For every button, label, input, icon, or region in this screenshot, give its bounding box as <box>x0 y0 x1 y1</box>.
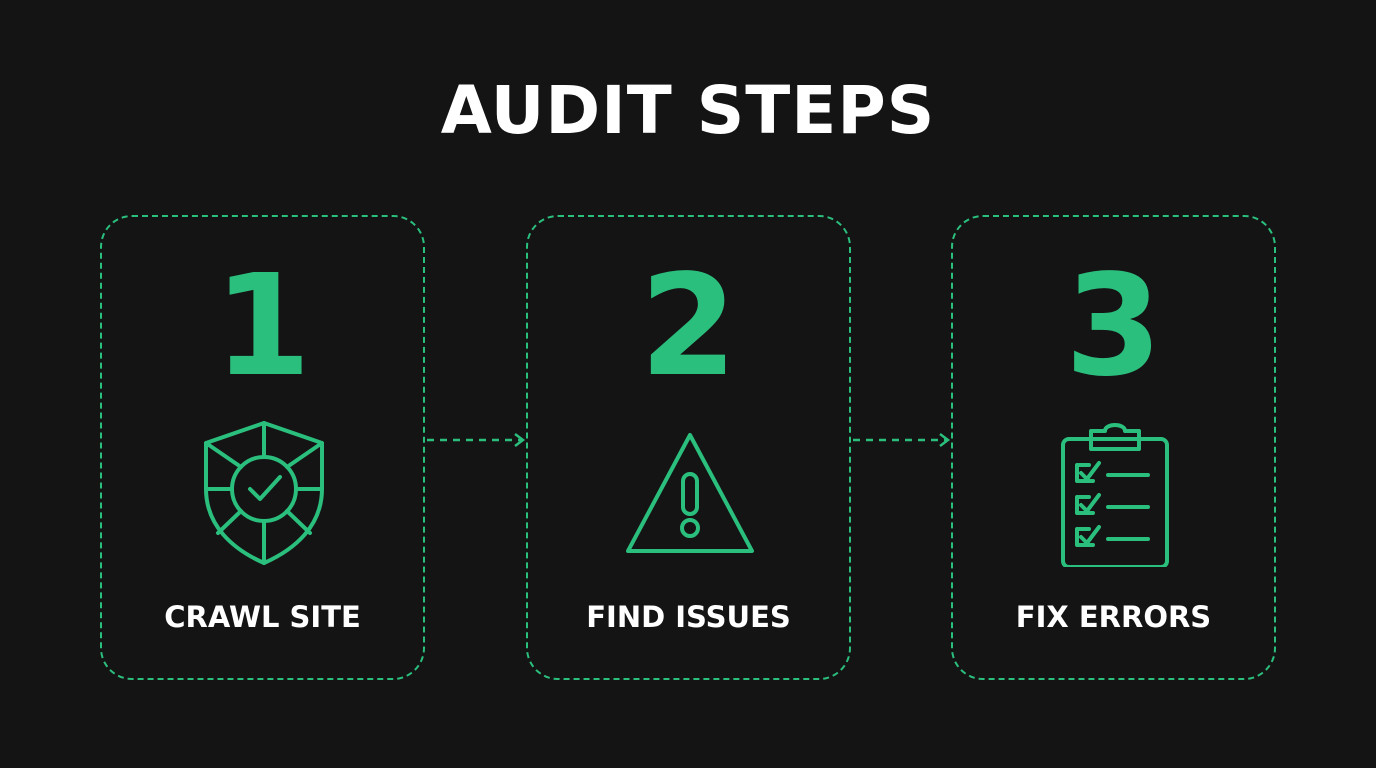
arrow-connector-2 <box>853 433 951 447</box>
step-label: FIND ISSUES <box>586 600 791 634</box>
step-number: 2 <box>639 245 738 408</box>
step-card-3: 3 FIX ERRORS <box>951 215 1276 680</box>
step-card-1: 1 CRAWL SITE <box>100 215 425 680</box>
step-number: 1 <box>213 245 312 408</box>
step-card-2: 2 FIND ISSUES <box>526 215 851 680</box>
shield-check-icon <box>204 421 324 565</box>
clipboard-checklist-icon <box>1061 423 1169 567</box>
warning-triangle-icon <box>626 433 754 553</box>
arrow-connector-1 <box>427 433 526 447</box>
page-title: AUDIT STEPS <box>440 72 936 149</box>
step-label: FIX ERRORS <box>1015 600 1212 634</box>
step-number: 3 <box>1064 245 1163 408</box>
step-label: CRAWL SITE <box>164 600 361 634</box>
